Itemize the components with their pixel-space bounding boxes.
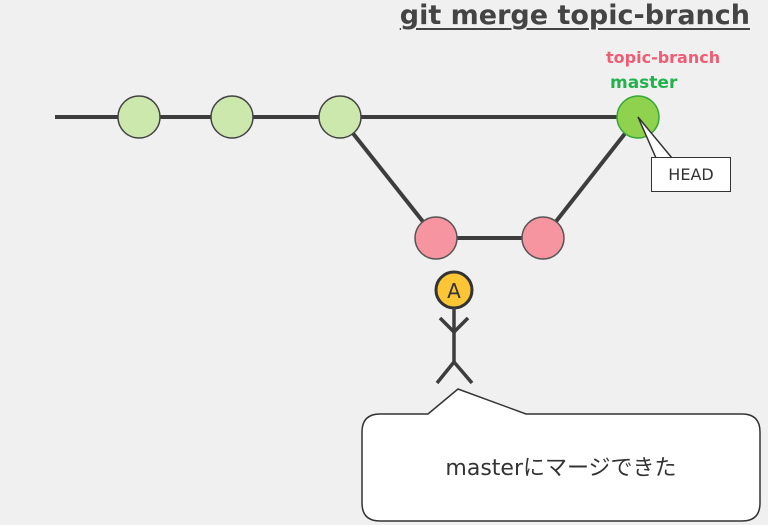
page-title: git merge topic-branch [399, 0, 750, 31]
head-label-box: HEAD [651, 157, 731, 192]
topic-branch-line-out [338, 115, 438, 240]
master-commit-3 [318, 95, 362, 139]
person-badge-letter: A [447, 279, 461, 303]
topic-branch-label: topic-branch [606, 48, 721, 67]
topic-commit-1 [414, 216, 458, 260]
master-commit-1 [117, 95, 161, 139]
topic-commit-2 [521, 216, 565, 260]
stick-figure-icon: A [434, 270, 474, 385]
speech-bubble-text: masterにマージできた [445, 456, 677, 481]
master-commit-2 [210, 95, 254, 139]
speech-bubble [361, 388, 761, 522]
master-branch-label: master [610, 73, 678, 93]
topic-branch-line-in [541, 115, 640, 240]
